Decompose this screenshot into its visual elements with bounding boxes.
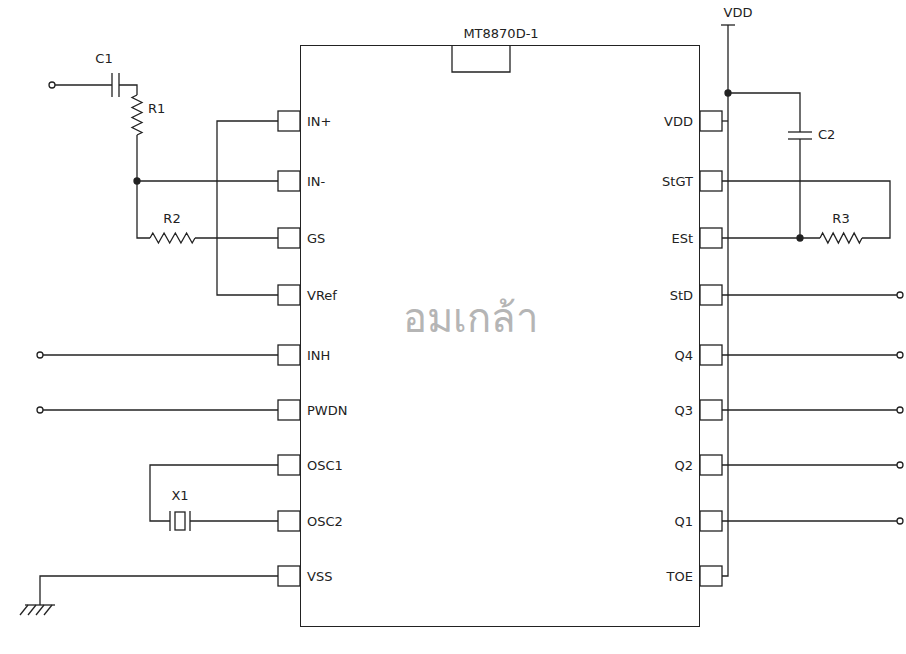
- resistor-symbol: [132, 95, 142, 135]
- resistor-symbol: [820, 233, 862, 243]
- pin-name: OSC2: [307, 515, 343, 528]
- pin-name: INH: [307, 349, 330, 362]
- wire: [722, 237, 820, 238]
- terminal: [49, 82, 55, 88]
- resistor-symbol: [150, 233, 195, 243]
- pin-pad: [278, 511, 300, 531]
- wire: [728, 93, 800, 132]
- watermark: อมเกล้า: [403, 298, 538, 338]
- pin-pad: [700, 400, 722, 420]
- wire: [799, 139, 800, 238]
- pin-name: Q3: [674, 404, 693, 417]
- pin-pad: [700, 345, 722, 365]
- ground-symbol: [20, 605, 28, 615]
- component-label: C1: [95, 52, 112, 65]
- pin-name: PWDN: [307, 404, 347, 417]
- chip-name: MT8870D-1: [463, 27, 538, 40]
- ground-symbol: [44, 605, 52, 615]
- ground-symbol: [28, 605, 36, 615]
- wire: [43, 409, 278, 410]
- wire: [722, 120, 728, 121]
- chip-notch: [452, 45, 510, 72]
- ground-symbol: [25, 604, 55, 605]
- wire: [217, 121, 278, 295]
- pin-pad: [700, 455, 722, 475]
- wire: [722, 464, 897, 465]
- capacitor-symbol: [788, 131, 812, 132]
- pin-name: Q1: [674, 515, 693, 528]
- wire: [722, 25, 728, 576]
- pin-name: Q4: [674, 349, 693, 362]
- component-label: C2: [818, 128, 835, 141]
- pin-name: VSS: [307, 570, 332, 583]
- wire: [722, 294, 897, 295]
- component-label: R3: [832, 212, 849, 225]
- crystal-symbol: [175, 512, 185, 530]
- component-label: R1: [148, 102, 165, 115]
- pin-pad: [700, 228, 722, 248]
- wire: [722, 520, 897, 521]
- pin-name: StD: [670, 289, 693, 302]
- terminal: [897, 407, 903, 413]
- pin-pad: [278, 228, 300, 248]
- pin-pad: [700, 285, 722, 305]
- pin-name: Q2: [674, 459, 693, 472]
- pin-pad: [700, 111, 722, 131]
- pin-name: IN+: [307, 115, 331, 128]
- pin-pad: [278, 285, 300, 305]
- terminal: [897, 352, 903, 358]
- wire: [190, 520, 278, 521]
- supply-label: VDD: [724, 6, 753, 19]
- pin-name: IN-: [307, 175, 325, 188]
- terminal: [897, 462, 903, 468]
- pin-name: GS: [307, 232, 325, 245]
- ground-symbol: [36, 605, 44, 615]
- crystal-symbol: [169, 511, 170, 531]
- wire: [195, 237, 278, 238]
- wire: [150, 465, 278, 521]
- pin-pad: [278, 455, 300, 475]
- pin-pad: [278, 400, 300, 420]
- terminal: [37, 352, 43, 358]
- wire: [119, 85, 137, 95]
- terminal: [897, 292, 903, 298]
- wire: [722, 354, 897, 355]
- wire: [137, 180, 278, 181]
- terminal: [897, 518, 903, 524]
- pin-name: StGT: [662, 175, 693, 188]
- pin-pad: [278, 345, 300, 365]
- wire: [137, 135, 150, 238]
- pin-name: VRef: [307, 289, 337, 302]
- pin-name: TOE: [667, 570, 693, 583]
- terminal: [37, 407, 43, 413]
- wire: [722, 409, 897, 410]
- pin-pad: [278, 171, 300, 191]
- pin-pad: [278, 566, 300, 586]
- pin-name: VDD: [664, 115, 693, 128]
- pin-pad: [278, 111, 300, 131]
- capacitor-symbol: [111, 73, 112, 97]
- wire: [43, 354, 278, 355]
- wire: [722, 181, 890, 238]
- pin-pad: [700, 566, 722, 586]
- wire: [55, 84, 112, 85]
- wire: [40, 576, 278, 605]
- pin-pad: [700, 511, 722, 531]
- pin-pad: [700, 171, 722, 191]
- pin-name: ESt: [671, 232, 693, 245]
- component-label: R2: [163, 212, 180, 225]
- component-label: X1: [171, 489, 188, 502]
- pin-name: OSC1: [307, 459, 343, 472]
